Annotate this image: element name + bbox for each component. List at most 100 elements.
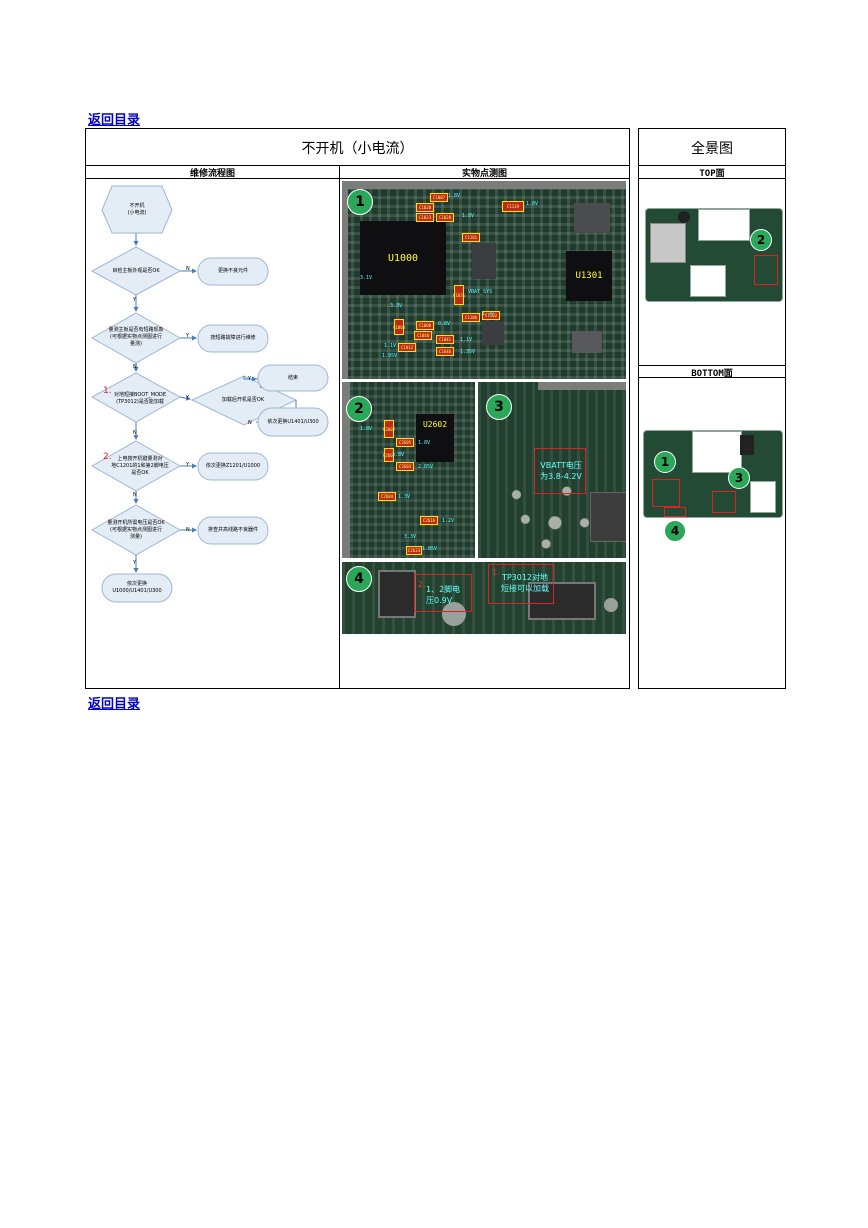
vbatt-note: VBATT电压 为3.8-4.2V [540, 461, 582, 481]
decision-3-text: 对地短接BOOT_MODE (TP3012)是否能加载 [113, 392, 167, 405]
yes-label: Y [186, 462, 190, 468]
voltage-label: 1.8V [418, 440, 431, 446]
table-divider [639, 178, 785, 179]
photo-1-pcb: U1000 U1301 1 C1007 C1020 C1023 C1028 C1… [342, 181, 626, 379]
photo-3-pcb: 3 VBATT电压 为3.8-4.2V [478, 382, 626, 558]
cap-label: C1007 [430, 193, 448, 202]
top-badge-2: 2 [750, 229, 772, 251]
voltage-label: 1.95V [382, 353, 398, 359]
table-divider [339, 165, 340, 688]
bottom-highlight-1 [652, 479, 680, 507]
table-divider [86, 178, 629, 179]
decision-2-text: 量测主板是否有短路现象 (可根据实物点测图进行 量测) [108, 326, 164, 347]
flowchart [90, 185, 329, 603]
cap-label: C1102 [482, 311, 500, 320]
cap-label: C2607 [383, 448, 395, 462]
action-2-text: 按短路故障进行维修 [210, 335, 256, 341]
flow-header: 维修流程图 [189, 169, 235, 179]
voltage-label: 1.8V [448, 193, 461, 199]
note-number-2: 2. [418, 580, 426, 589]
table-divider [639, 365, 785, 366]
cap-label: C2604 [378, 492, 396, 501]
voltage-label: 1.2V [442, 518, 455, 524]
final-terminal [101, 573, 173, 603]
cap-label: C2605 [396, 438, 414, 447]
decision-1-text: 目检主板外观是否OK [112, 267, 160, 274]
cap-label: C2602 [383, 420, 395, 438]
voltage-label: 1.85V [422, 546, 438, 552]
voltage-label: 1.8V [392, 452, 405, 458]
pin-voltage-note: 1、2脚电 压0.9V [426, 585, 461, 605]
voltage-label: 1.1V [460, 337, 473, 343]
action-1 [197, 257, 269, 286]
yes-label: Y [186, 395, 190, 401]
action-5-text: 排查并高线路不良器件 [207, 527, 258, 533]
bottom-badge-3: 3 [728, 467, 750, 489]
voltage-label: 1.2V [482, 311, 495, 317]
cap-label: C1008 [416, 321, 434, 330]
table-divider [86, 165, 629, 166]
end-terminal [257, 364, 329, 392]
bottom-badge-1: 1 [654, 451, 676, 473]
no-label: N [133, 364, 137, 370]
cap-label: C1028 [436, 213, 454, 222]
final-text: 依次更换 U1000/U1401/U300 [112, 581, 162, 594]
back-to-contents-link-bottom[interactable]: 返回目录 [88, 697, 141, 712]
voltage-label: 0.8V [438, 321, 451, 327]
badge-2: 2 [346, 396, 372, 422]
action-2 [197, 324, 269, 353]
chip-u1301: U1301 [566, 251, 612, 301]
top-highlight-2 [754, 255, 778, 285]
chip-u2602: U2602 [416, 414, 454, 462]
action-4-text: 依次更换Z1201/U1000 [205, 463, 261, 469]
voltage-label: 3.1V [360, 275, 373, 281]
step-number-2: 2. [103, 452, 112, 462]
no-label: N [133, 492, 137, 498]
cap-label: C1046 [436, 347, 454, 356]
cap-label: C1031 [453, 285, 465, 305]
bottom-badge-4: 4 [664, 520, 686, 542]
photo-2-pcb: U2602 2 C2602 C2605 C2607 C2603 C2604 C2… [342, 382, 475, 558]
bottom-highlight-4 [664, 507, 686, 517]
cap-label: C1101 [462, 233, 480, 242]
yes-label: Y [133, 560, 137, 566]
highlight-box [534, 448, 586, 494]
main-title: 不开机（小电流） [301, 141, 414, 157]
start-text: 不开机 (小电流) [127, 202, 147, 216]
action-1-text: 更换不良元件 [217, 268, 248, 274]
vbat-sys-label: VBAT_SYS [468, 289, 493, 295]
voltage-label: 1.3V [398, 494, 411, 500]
decision-4-text: 上电按开机键量测对 地C1201的1和第2脚电压 是否OK [111, 455, 169, 476]
back-to-contents-link-top[interactable]: 返回目录 [88, 113, 141, 128]
cap-label: C1119 [502, 201, 524, 212]
badge-4: 4 [346, 566, 372, 592]
no-label: N [186, 266, 190, 272]
cap-label: C1023 [416, 213, 434, 222]
voltage-label: 3.3V [390, 303, 403, 309]
table-divider [639, 165, 785, 166]
step-number-1: 1. [103, 386, 112, 396]
cap-label: C1003 [393, 319, 405, 335]
no-label: N [186, 527, 190, 533]
yes-label: Y [133, 297, 137, 303]
overview-title: 全景图 [691, 141, 733, 157]
yes-label: Y [186, 333, 190, 339]
photo-4-pcb: 4 2. 1、2脚电 压0.9V 1. TP3012对地 短接可以加载 [342, 562, 626, 634]
voltage-label: 2.85V [418, 464, 434, 470]
highlight-box [488, 564, 554, 604]
yes-label: Y [248, 376, 252, 382]
top-side-label: TOP面 [699, 169, 725, 179]
badge-3: 3 [486, 394, 512, 420]
bottom-side-label: BOTTOM面 [691, 369, 733, 379]
cap-label: C2616 [420, 516, 438, 525]
no-label: N [133, 430, 137, 436]
decision-3b-text: 加载后开机是否OK [221, 396, 265, 403]
badge-1: 1 [347, 189, 373, 215]
chip-u1000: U1000 [360, 221, 446, 295]
voltage-label: 1.8V [526, 201, 539, 207]
table-divider [639, 377, 785, 378]
decision-5-text: 量测开机所需电压是否OK (可根据实物点测图进行 测量) [107, 519, 165, 540]
cap-label: C1048 [414, 331, 432, 340]
action-4 [197, 452, 269, 481]
note-number-1: 1. [492, 568, 500, 577]
